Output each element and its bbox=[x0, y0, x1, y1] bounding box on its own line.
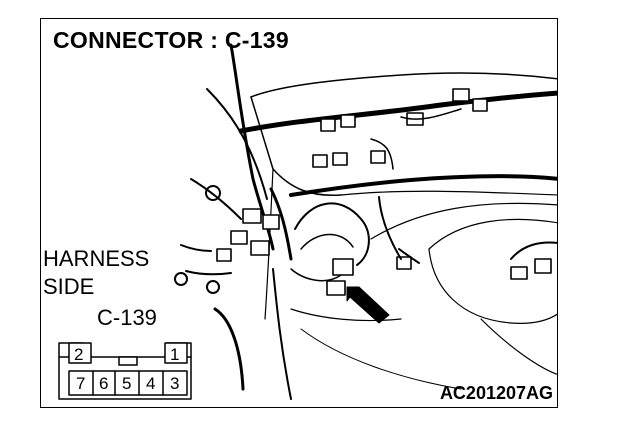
pin-6-label: 6 bbox=[99, 374, 108, 393]
pin-7-label: 7 bbox=[76, 374, 85, 393]
pin-1-label: 1 bbox=[170, 345, 179, 364]
pin-4-label: 4 bbox=[146, 374, 155, 393]
harness-illustration: 2 1 7 6 5 4 3 bbox=[58, 43, 557, 400]
diagram-title: CONNECTOR : C-139 bbox=[53, 27, 289, 53]
connector-label: C-139 bbox=[97, 305, 157, 330]
diagram-frame: 2 1 7 6 5 4 3 CONNECTOR : C-139 HARNESS … bbox=[40, 18, 558, 408]
connector-c139-pinout bbox=[58, 342, 192, 400]
harness-label-line1: HARNESS bbox=[43, 246, 150, 271]
harness-label-line2: SIDE bbox=[43, 274, 95, 299]
pin-3-label: 3 bbox=[170, 374, 179, 393]
pin-2-label: 2 bbox=[74, 345, 83, 364]
figure-code: AC201207AG bbox=[439, 383, 553, 403]
harness-side-label: HARNESS SIDE bbox=[43, 245, 149, 301]
pin-5-label: 5 bbox=[122, 374, 131, 393]
